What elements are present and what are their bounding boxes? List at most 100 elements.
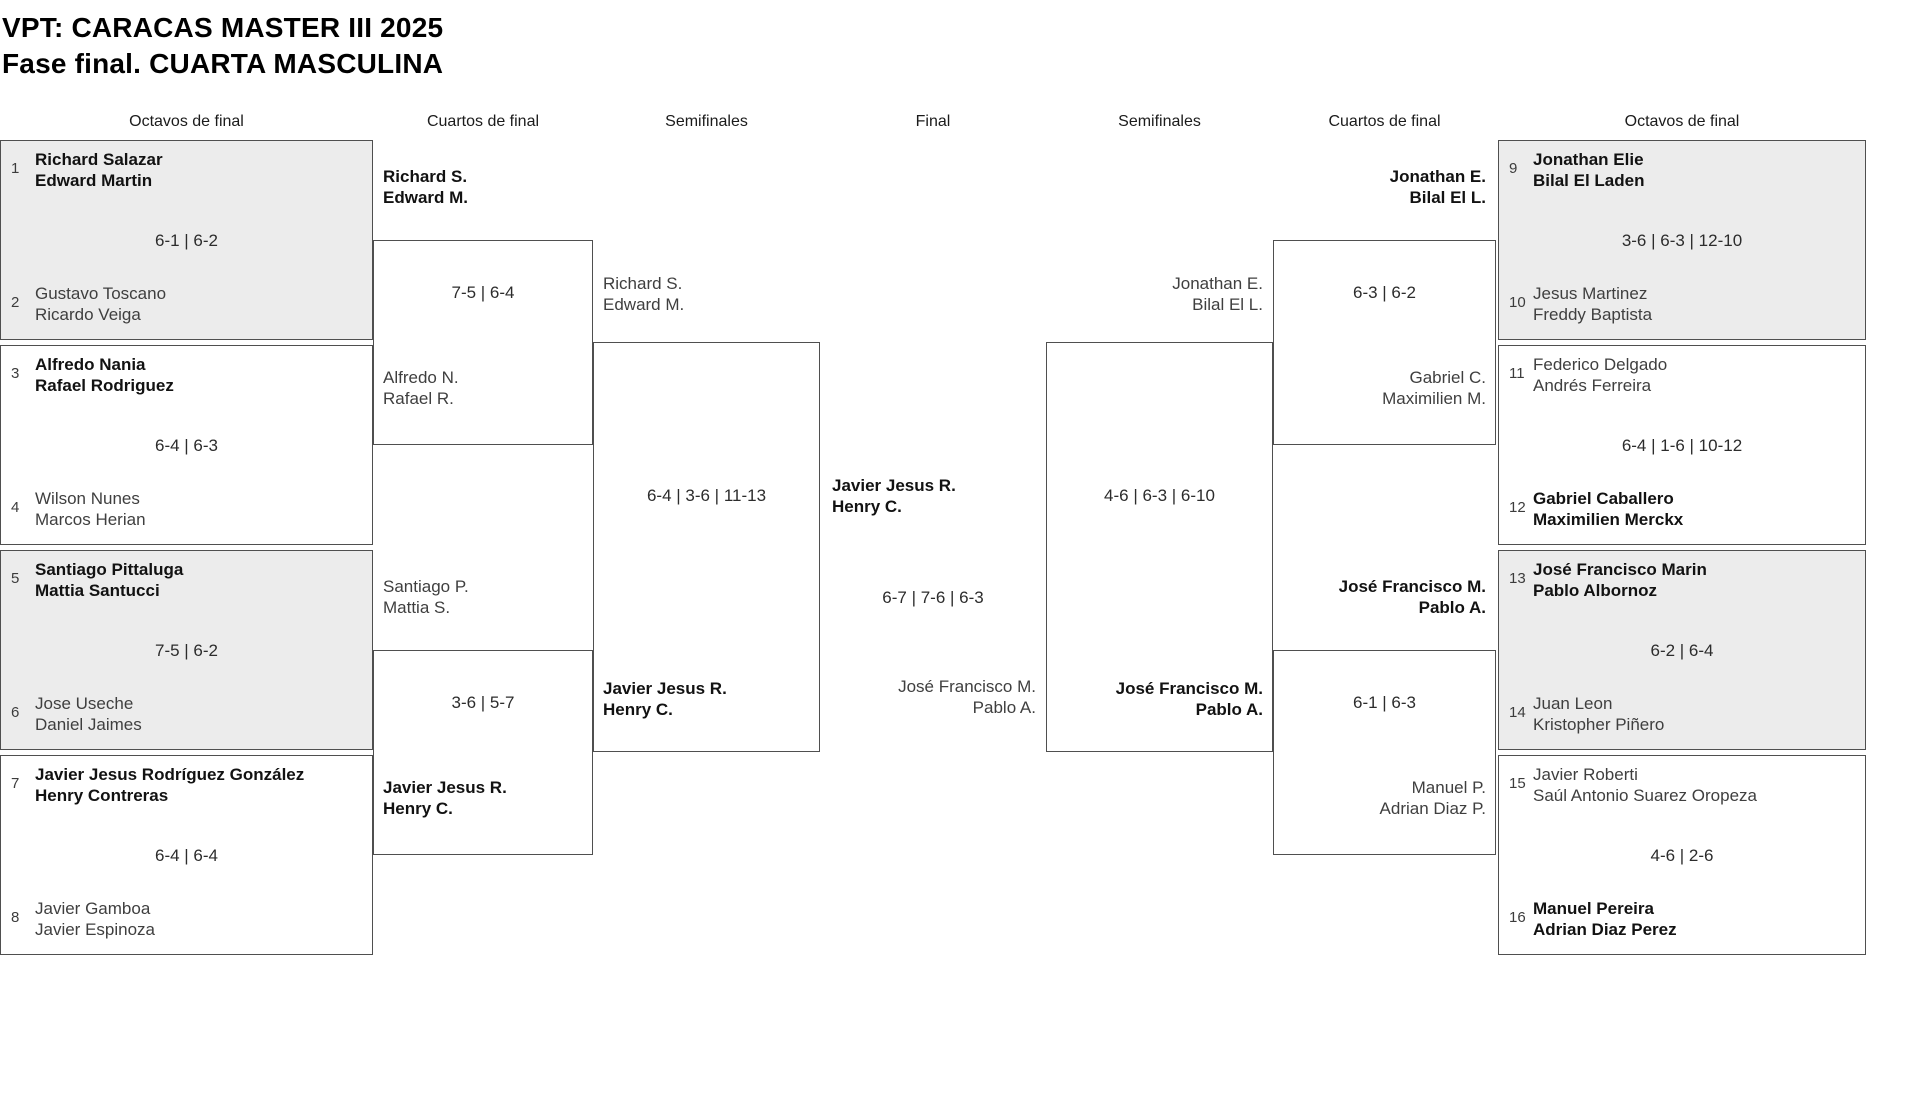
match-semifinal-right: 4-6 | 6-3 | 6-10 [1046, 342, 1273, 752]
match-team-bottom: 2 Gustavo Toscano Ricardo Veiga [11, 283, 366, 325]
player-name: Jonathan Elie [1533, 150, 1644, 169]
player-name: Richard S. [383, 167, 468, 186]
match-octavos-7-8: 7 Javier Jesus Rodríguez González Henry … [0, 755, 373, 955]
seed-number: 15 [1509, 775, 1526, 792]
player-name: Daniel Jaimes [35, 715, 142, 734]
team-names: Javier Gamboa Javier Espinoza [35, 898, 155, 940]
player-name: Manuel P. [1411, 778, 1486, 797]
match-team-bottom: 16 Manuel Pereira Adrian Diaz Perez [1509, 898, 1859, 940]
semifinal-right-participant-2: José Francisco M. Pablo A. [1053, 678, 1263, 720]
match-team-bottom: 6 Jose Useche Daniel Jaimes [11, 693, 366, 735]
player-name: Gustavo Toscano [35, 284, 167, 303]
match-score: 3-6 | 6-3 | 12-10 [1621, 231, 1743, 250]
player-name: Richard Salazar [35, 150, 163, 169]
match-score: 7-5 | 6-4 [451, 283, 515, 302]
player-name: Gabriel Caballero [1533, 489, 1674, 508]
match-score: 6-4 | 6-4 [154, 846, 218, 865]
round-header-final: Final [915, 113, 951, 130]
team-names: Manuel Pereira Adrian Diaz Perez [1533, 898, 1677, 940]
player-name: Henry C. [832, 497, 902, 516]
match-octavos-15-16: 15 Javier Roberti Saúl Antonio Suarez Or… [1498, 755, 1866, 955]
player-name: Adrian Diaz P. [1379, 799, 1486, 818]
player-name: Pablo A. [1418, 598, 1486, 617]
page-title: VPT: CARACAS MASTER III 2025 Fase final.… [2, 10, 443, 82]
player-name: Jesus Martinez [1533, 284, 1648, 303]
player-name: Jonathan E. [1172, 274, 1263, 293]
player-name: Javier Jesus R. [383, 778, 507, 797]
match-score: 6-4 | 3-6 | 11-13 [646, 486, 767, 505]
player-name: Ricardo Veiga [35, 305, 141, 324]
match-team-bottom: 10 Jesus Martinez Freddy Baptista [1509, 283, 1859, 325]
team-names: Gabriel Caballero Maximilien Merckx [1533, 488, 1683, 530]
player-name: Maximilien Merckx [1533, 510, 1684, 529]
player-name: Bilal El Laden [1533, 171, 1645, 190]
match-team-bottom: 8 Javier Gamboa Javier Espinoza [11, 898, 366, 940]
round-header-cuartos-left: Cuartos de final [426, 113, 540, 130]
team-names: Juan Leon Kristopher Piñero [1533, 693, 1664, 735]
player-name: Andrés Ferreira [1533, 376, 1652, 395]
match-team-bottom: 12 Gabriel Caballero Maximilien Merckx [1509, 488, 1859, 530]
player-name: Henry Contreras [35, 786, 169, 805]
player-name: Kristopher Piñero [1533, 715, 1665, 734]
match-team-top: 15 Javier Roberti Saúl Antonio Suarez Or… [1509, 764, 1859, 806]
match-score: 6-1 | 6-3 [1352, 693, 1416, 712]
player-name: Saúl Antonio Suarez Oropeza [1533, 786, 1757, 805]
player-name: Federico Delgado [1533, 355, 1668, 374]
match-score: 4-6 | 2-6 [1650, 846, 1714, 865]
player-name: Javier Gamboa [35, 899, 151, 918]
cuartos-right-bottom-participant-1: José Francisco M. Pablo A. [1276, 576, 1486, 618]
team-names: Javier Jesus Rodríguez González Henry Co… [35, 764, 304, 806]
player-name: Pablo A. [972, 698, 1036, 717]
player-name: Adrian Diaz Perez [1533, 920, 1677, 939]
seed-number: 1 [11, 160, 20, 177]
match-octavos-1-2: 1 Richard Salazar Edward Martin 6-1 | 6-… [0, 140, 373, 340]
match-team-top: 11 Federico Delgado Andrés Ferreira [1509, 354, 1859, 396]
match-score: 6-1 | 6-2 [154, 231, 218, 250]
cuartos-right-top-participant-1: Jonathan E. Bilal El L. [1276, 166, 1486, 208]
seed-number: 12 [1509, 499, 1526, 516]
team-names: Jonathan Elie Bilal El Laden [1533, 149, 1644, 191]
match-team-top: 1 Richard Salazar Edward Martin [11, 149, 366, 191]
player-name: Edward M. [383, 188, 469, 207]
round-header-octavos-left: Octavos de final [129, 113, 244, 130]
player-name: Alfredo N. [383, 368, 459, 387]
seed-number: 3 [11, 365, 20, 382]
player-name: Rafael Rodriguez [35, 376, 174, 395]
match-semifinal-left: 6-4 | 3-6 | 11-13 [593, 342, 820, 752]
match-score: 6-4 | 6-3 [154, 436, 218, 455]
seed-number: 2 [11, 294, 20, 311]
player-name: Marcos Herian [35, 510, 146, 529]
cuartos-left-top-participant-2: Alfredo N. Rafael R. [383, 367, 583, 409]
match-score: 3-6 | 5-7 [451, 693, 515, 712]
team-names: Wilson Nunes Marcos Herian [35, 488, 146, 530]
player-name: Richard S. [603, 274, 683, 293]
player-name: Maximilien M. [1382, 389, 1486, 408]
team-names: Federico Delgado Andrés Ferreira [1533, 354, 1667, 396]
player-name: Freddy Baptista [1533, 305, 1653, 324]
match-score: 4-6 | 6-3 | 6-10 [1104, 486, 1215, 505]
final-score: 6-7 | 7-6 | 6-3 [882, 588, 984, 607]
match-team-top: 5 Santiago Pittaluga Mattia Santucci [11, 559, 366, 601]
tournament-stage: Fase final. CUARTA MASCULINA [2, 48, 444, 79]
match-cuartos-right-top: 6-3 | 6-2 [1273, 240, 1496, 445]
team-names: Santiago Pittaluga Mattia Santucci [35, 559, 183, 601]
team-names: Javier Roberti Saúl Antonio Suarez Orope… [1533, 764, 1757, 806]
player-name: Bilal El L. [1409, 188, 1486, 207]
match-cuartos-left-top: 7-5 | 6-4 [373, 240, 593, 445]
seed-number: 4 [11, 499, 20, 516]
player-name: José Francisco M. [898, 677, 1036, 696]
final-participant-1: Javier Jesus R. Henry C. [832, 475, 1044, 517]
player-name: Manuel Pereira [1533, 899, 1654, 918]
semifinal-right-participant-1: Jonathan E. Bilal El L. [1053, 273, 1263, 315]
seed-number: 10 [1509, 294, 1526, 311]
match-octavos-11-12: 11 Federico Delgado Andrés Ferreira 6-4 … [1498, 345, 1866, 545]
round-header-cuartos-right: Cuartos de final [1328, 113, 1441, 130]
player-name: Alfredo Nania [35, 355, 146, 374]
seed-number: 6 [11, 704, 20, 721]
match-team-top: 13 José Francisco Marin Pablo Albornoz [1509, 559, 1859, 601]
player-name: Pablo Albornoz [1533, 581, 1658, 600]
player-name: Juan Leon [1533, 694, 1613, 713]
match-team-top: 7 Javier Jesus Rodríguez González Henry … [11, 764, 366, 806]
round-header-semis-right: Semifinales [1118, 113, 1201, 130]
